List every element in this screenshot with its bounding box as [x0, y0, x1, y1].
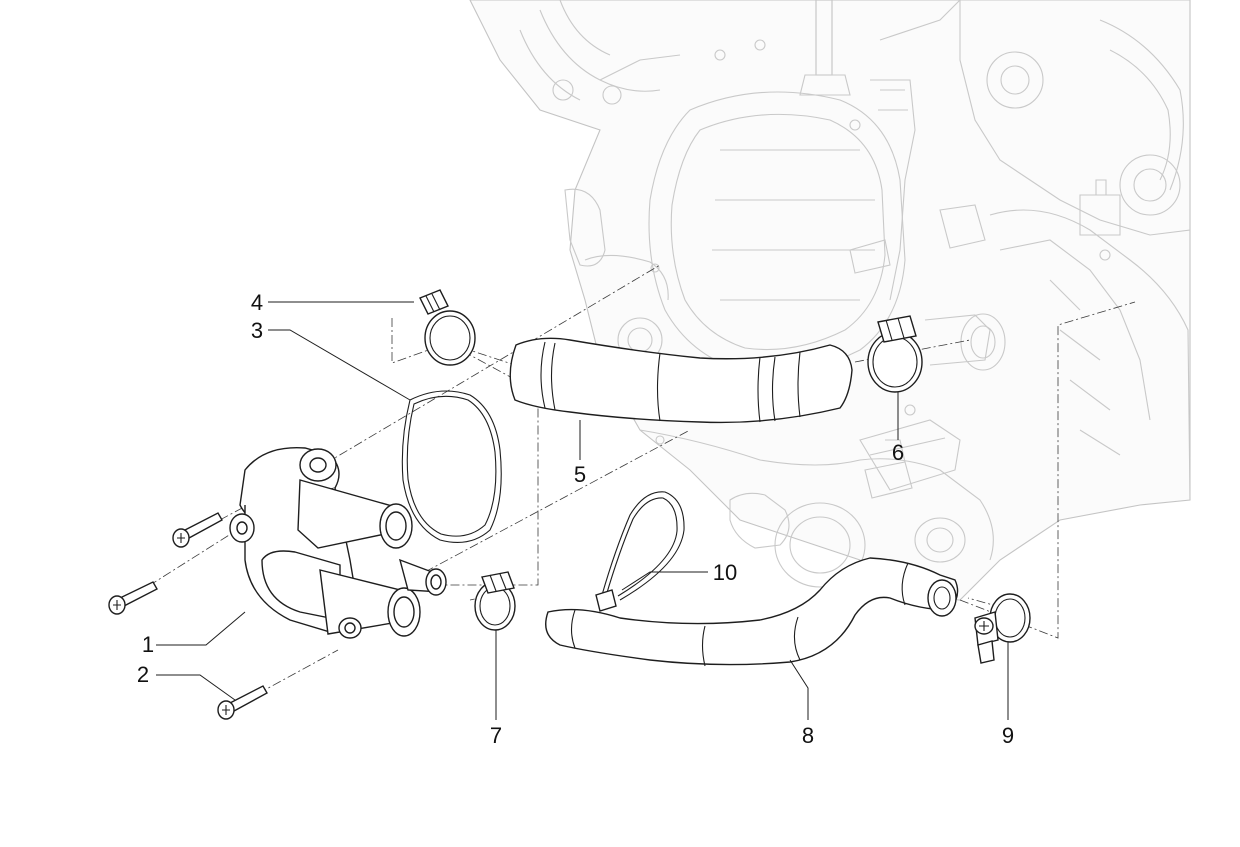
upper-coolant-hose [509, 337, 853, 424]
leader-lines [156, 301, 1009, 720]
callout-4: 4 [251, 290, 263, 315]
hose-clamp-screw-type [974, 593, 1031, 664]
screws [108, 512, 268, 720]
callout-7: 7 [490, 723, 502, 748]
callout-9: 9 [1002, 723, 1014, 748]
callout-5: 5 [574, 462, 586, 487]
hose-clamp-right [867, 315, 923, 393]
o-ring-gasket [401, 390, 502, 543]
engine-background [469, 0, 1191, 601]
screw-middle [108, 581, 158, 615]
callout-1: 1 [142, 632, 154, 657]
screw-lower [217, 685, 268, 720]
hose-clamp-upper [419, 289, 476, 366]
callout-3: 3 [251, 318, 263, 343]
callout-10: 10 [713, 560, 737, 585]
cable-tie-strap [595, 491, 685, 612]
hose-clamp-lower [474, 571, 516, 631]
thermostat-housing [229, 446, 447, 639]
lower-coolant-hose [545, 557, 959, 667]
callout-2: 2 [137, 662, 149, 687]
screw-upper [172, 512, 223, 548]
callout-6: 6 [892, 440, 904, 465]
callout-8: 8 [802, 723, 814, 748]
callout-numbers: 1 2 3 4 5 6 7 8 9 10 [137, 290, 1014, 748]
